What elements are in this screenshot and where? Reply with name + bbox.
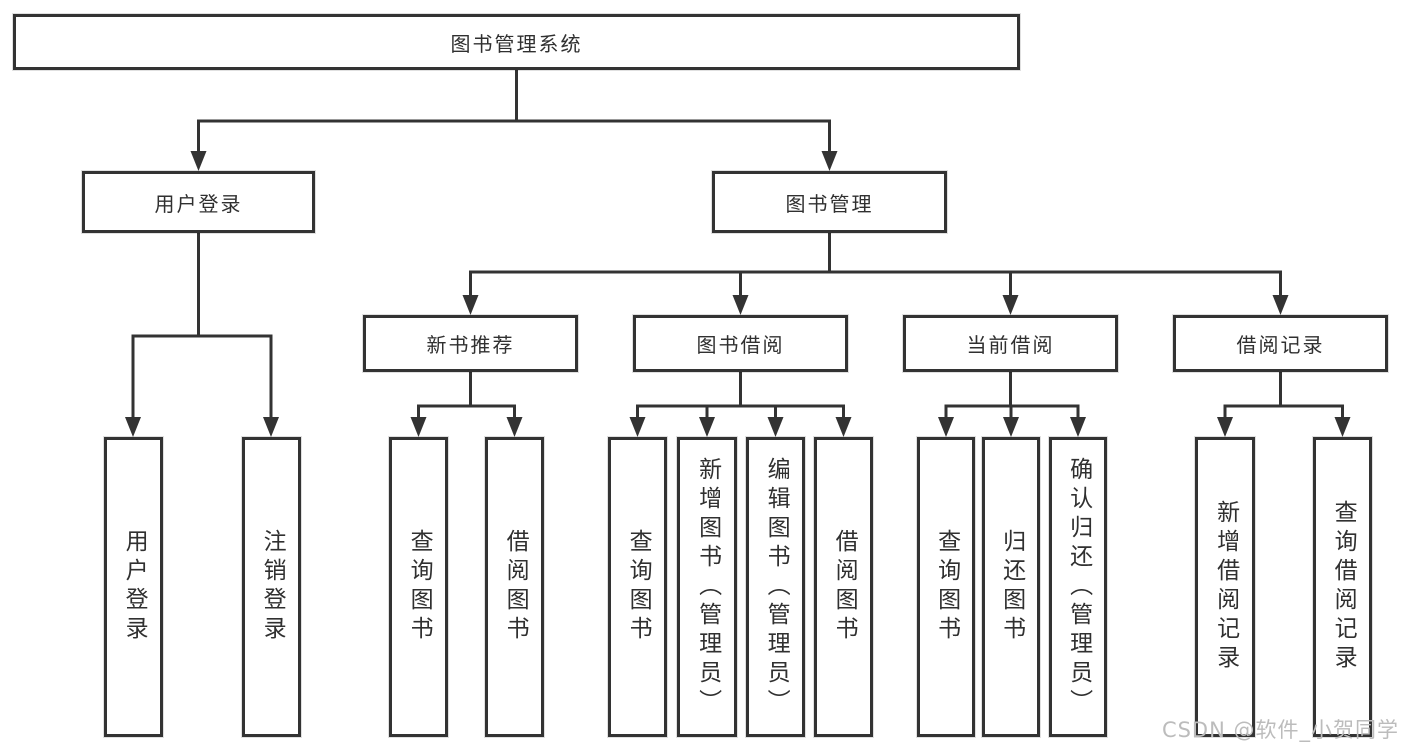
node-book-borrow: 图书借阅 [633, 315, 848, 372]
watermark: CSDN @软件_小贺同学 [1161, 718, 1399, 742]
node-add-book-admin-label: 新增图书（管理员） [694, 456, 721, 718]
node-borrow-book: 借阅图书 [814, 437, 873, 737]
node-root: 图书管理系统 [13, 14, 1020, 70]
node-query-book-current-label: 查询图书 [933, 529, 960, 645]
node-query-book-current: 查询图书 [917, 437, 975, 737]
node-user-login: 用户登录 [82, 171, 315, 233]
node-root-label: 图书管理系统 [450, 31, 583, 56]
node-query-book-borrow-label: 查询图书 [625, 529, 652, 645]
node-new-book-recommend-label: 新书推荐 [426, 333, 515, 357]
node-return-book-label: 归还图书 [998, 529, 1025, 645]
node-do-user-login-label: 用户登录 [121, 529, 148, 645]
node-borrow-book-label: 借阅图书 [831, 529, 858, 645]
node-query-borrow-record-label: 查询借阅记录 [1330, 500, 1357, 674]
node-query-borrow-record: 查询借阅记录 [1313, 437, 1372, 737]
node-confirm-return-admin: 确认归还（管理员） [1049, 437, 1107, 737]
node-current-borrow-label: 当前借阅 [966, 333, 1055, 357]
node-book-borrow-label: 图书借阅 [696, 333, 785, 357]
node-borrow-records: 借阅记录 [1173, 315, 1388, 372]
node-current-borrow: 当前借阅 [903, 315, 1118, 372]
node-return-book: 归还图书 [982, 437, 1040, 737]
node-edit-book-admin-label: 编辑图书（管理员） [763, 456, 790, 718]
node-add-borrow-record-label: 新增借阅记录 [1212, 500, 1239, 674]
node-book-management: 图书管理 [712, 171, 947, 233]
node-borrow-records-label: 借阅记录 [1236, 333, 1325, 357]
node-add-book-admin: 新增图书（管理员） [677, 437, 737, 737]
node-do-user-login: 用户登录 [104, 437, 163, 737]
node-edit-book-admin: 编辑图书（管理员） [746, 437, 805, 737]
node-borrow-book-recommend: 借阅图书 [485, 437, 544, 737]
node-logout-label: 注销登录 [259, 529, 286, 645]
node-new-book-recommend: 新书推荐 [363, 315, 578, 372]
node-borrow-book-recommend-label: 借阅图书 [502, 529, 529, 645]
node-add-borrow-record: 新增借阅记录 [1195, 437, 1255, 737]
node-query-book-recommend: 查询图书 [389, 437, 448, 737]
node-user-login-label: 用户登录 [154, 191, 243, 216]
node-book-management-label: 图书管理 [785, 191, 874, 216]
node-confirm-return-admin-label: 确认归还（管理员） [1065, 456, 1092, 718]
node-logout: 注销登录 [242, 437, 301, 737]
node-query-book-borrow: 查询图书 [608, 437, 667, 737]
node-query-book-recommend-label: 查询图书 [406, 529, 433, 645]
